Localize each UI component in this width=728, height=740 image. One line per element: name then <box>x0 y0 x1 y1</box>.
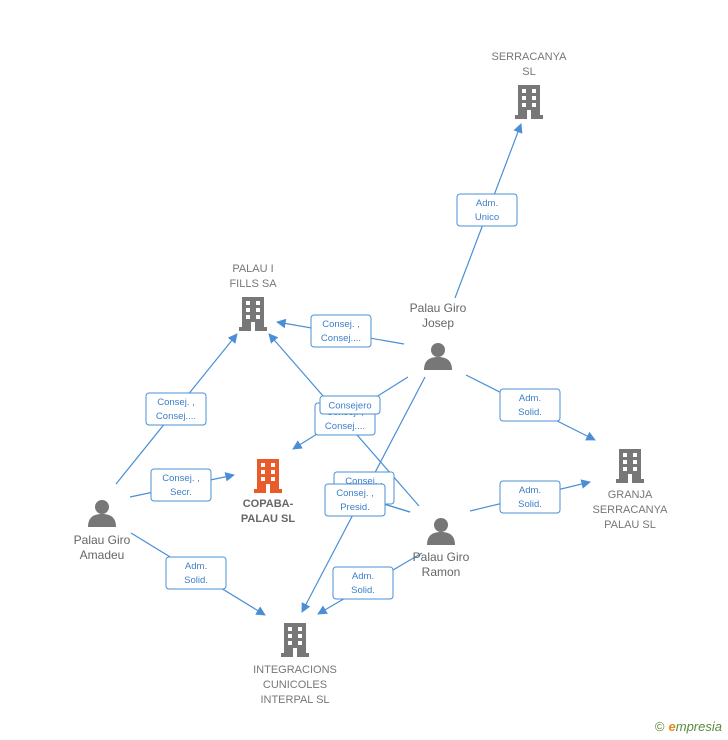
person-icon <box>427 518 455 545</box>
nodes-layer: SERRACANYA SL PALAU I FILLS SA COPABA- PALAU … <box>74 51 669 706</box>
edge-label-text: Consej. , <box>157 397 195 408</box>
edge-label-text: Solid. <box>351 585 375 596</box>
edge-label-ramon-integracions[interactable]: Adm. Solid. <box>332 566 394 600</box>
edge-label-josep-palau[interactable]: Consej. , Consej.... <box>310 314 372 348</box>
edge-label-josep-granja[interactable]: Adm. Solid. <box>499 388 561 422</box>
node-label: INTERPAL SL <box>260 694 329 706</box>
building-icon <box>616 449 644 483</box>
person-icon <box>424 343 452 370</box>
node-label: SL <box>522 66 535 78</box>
node-label: SERRACANYA <box>492 51 568 63</box>
person-icon <box>88 500 116 527</box>
node-label: CUNICOLES <box>263 679 327 691</box>
node-label: PALAU I <box>232 263 273 275</box>
node-label: Amadeu <box>80 548 125 562</box>
company-node-copaba[interactable]: COPABA- PALAU SL <box>241 459 295 525</box>
node-label: Palau Giro <box>410 301 467 315</box>
edge-label-josep-serracanya[interactable]: Adm. Unico <box>456 193 518 227</box>
footer-brand: ©empresia <box>655 719 722 734</box>
edge-label-text: Consej. , <box>322 319 360 330</box>
node-label: PALAU SL <box>241 513 295 525</box>
node-label: Palau Giro <box>413 550 470 564</box>
company-node-integracions[interactable]: INTEGRACIONS CUNICOLES INTERPAL SL <box>253 623 337 706</box>
company-node-palau_fills[interactable]: PALAU I FILLS SA <box>229 263 277 331</box>
edge-label-amadeu-copaba[interactable]: Consej. , Secr. <box>150 468 212 502</box>
edge-label-text: Consej. , <box>336 488 374 499</box>
edge-label-text: Consejero <box>328 401 371 412</box>
edge-label-text: Consej.... <box>156 411 196 422</box>
edge-label-ramon-palau[interactable]: Consejero <box>319 395 381 415</box>
node-label: Josep <box>422 316 454 330</box>
edge-label-text: Consej. , <box>345 476 383 487</box>
node-label: COPABA- <box>243 498 294 510</box>
company-node-serracanya[interactable]: SERRACANYA SL <box>492 51 568 119</box>
edge-label-text: Adm. <box>519 393 541 404</box>
node-label: PALAU SL <box>604 519 656 531</box>
node-label: FILLS SA <box>229 278 277 290</box>
edge-label-text: Adm. <box>476 198 498 209</box>
company-node-granja[interactable]: GRANJA SERRACANYA PALAU SL <box>593 449 669 531</box>
edge-label-text: Consej.... <box>325 421 365 432</box>
edge-label-amadeu-palau[interactable]: Consej. , Consej.... <box>145 392 207 426</box>
edge-label-ramon-granja[interactable]: Adm. Solid. <box>499 480 561 514</box>
edge-label-text: Presid. <box>340 502 370 513</box>
node-label: Ramon <box>422 565 461 579</box>
edge-label-text: Solid. <box>184 575 208 586</box>
brand-initial: e <box>668 719 676 734</box>
edges-layer <box>115 123 596 616</box>
node-label: SERRACANYA <box>593 504 669 516</box>
edge-label-text: Adm. <box>352 571 374 582</box>
building-icon <box>254 459 282 493</box>
copyright-icon: © <box>654 719 665 734</box>
edge-label-text: Adm. <box>185 561 207 572</box>
edge-label-text: Solid. <box>518 407 542 418</box>
brand-name: mpresia <box>675 719 722 734</box>
building-icon <box>239 297 267 331</box>
edge-label-text: Consej. , <box>162 473 200 484</box>
node-label: Palau Giro <box>74 533 131 547</box>
edge-label-amadeu-integracions[interactable]: Adm. Solid. <box>165 556 227 590</box>
edge-label-text: Adm. <box>519 485 541 496</box>
building-icon <box>515 85 543 119</box>
edge-label-text: Secr. <box>170 487 192 498</box>
edge-label-text: Solid. <box>518 499 542 510</box>
node-label: INTEGRACIONS <box>253 664 337 676</box>
node-label: GRANJA <box>608 489 653 501</box>
edge-label-ramon-copaba[interactable]: Consej. , Presid. <box>324 483 386 517</box>
building-icon <box>281 623 309 657</box>
edge-label-text: Consej.... <box>321 333 361 344</box>
edge-label-text: Unico <box>475 212 499 223</box>
